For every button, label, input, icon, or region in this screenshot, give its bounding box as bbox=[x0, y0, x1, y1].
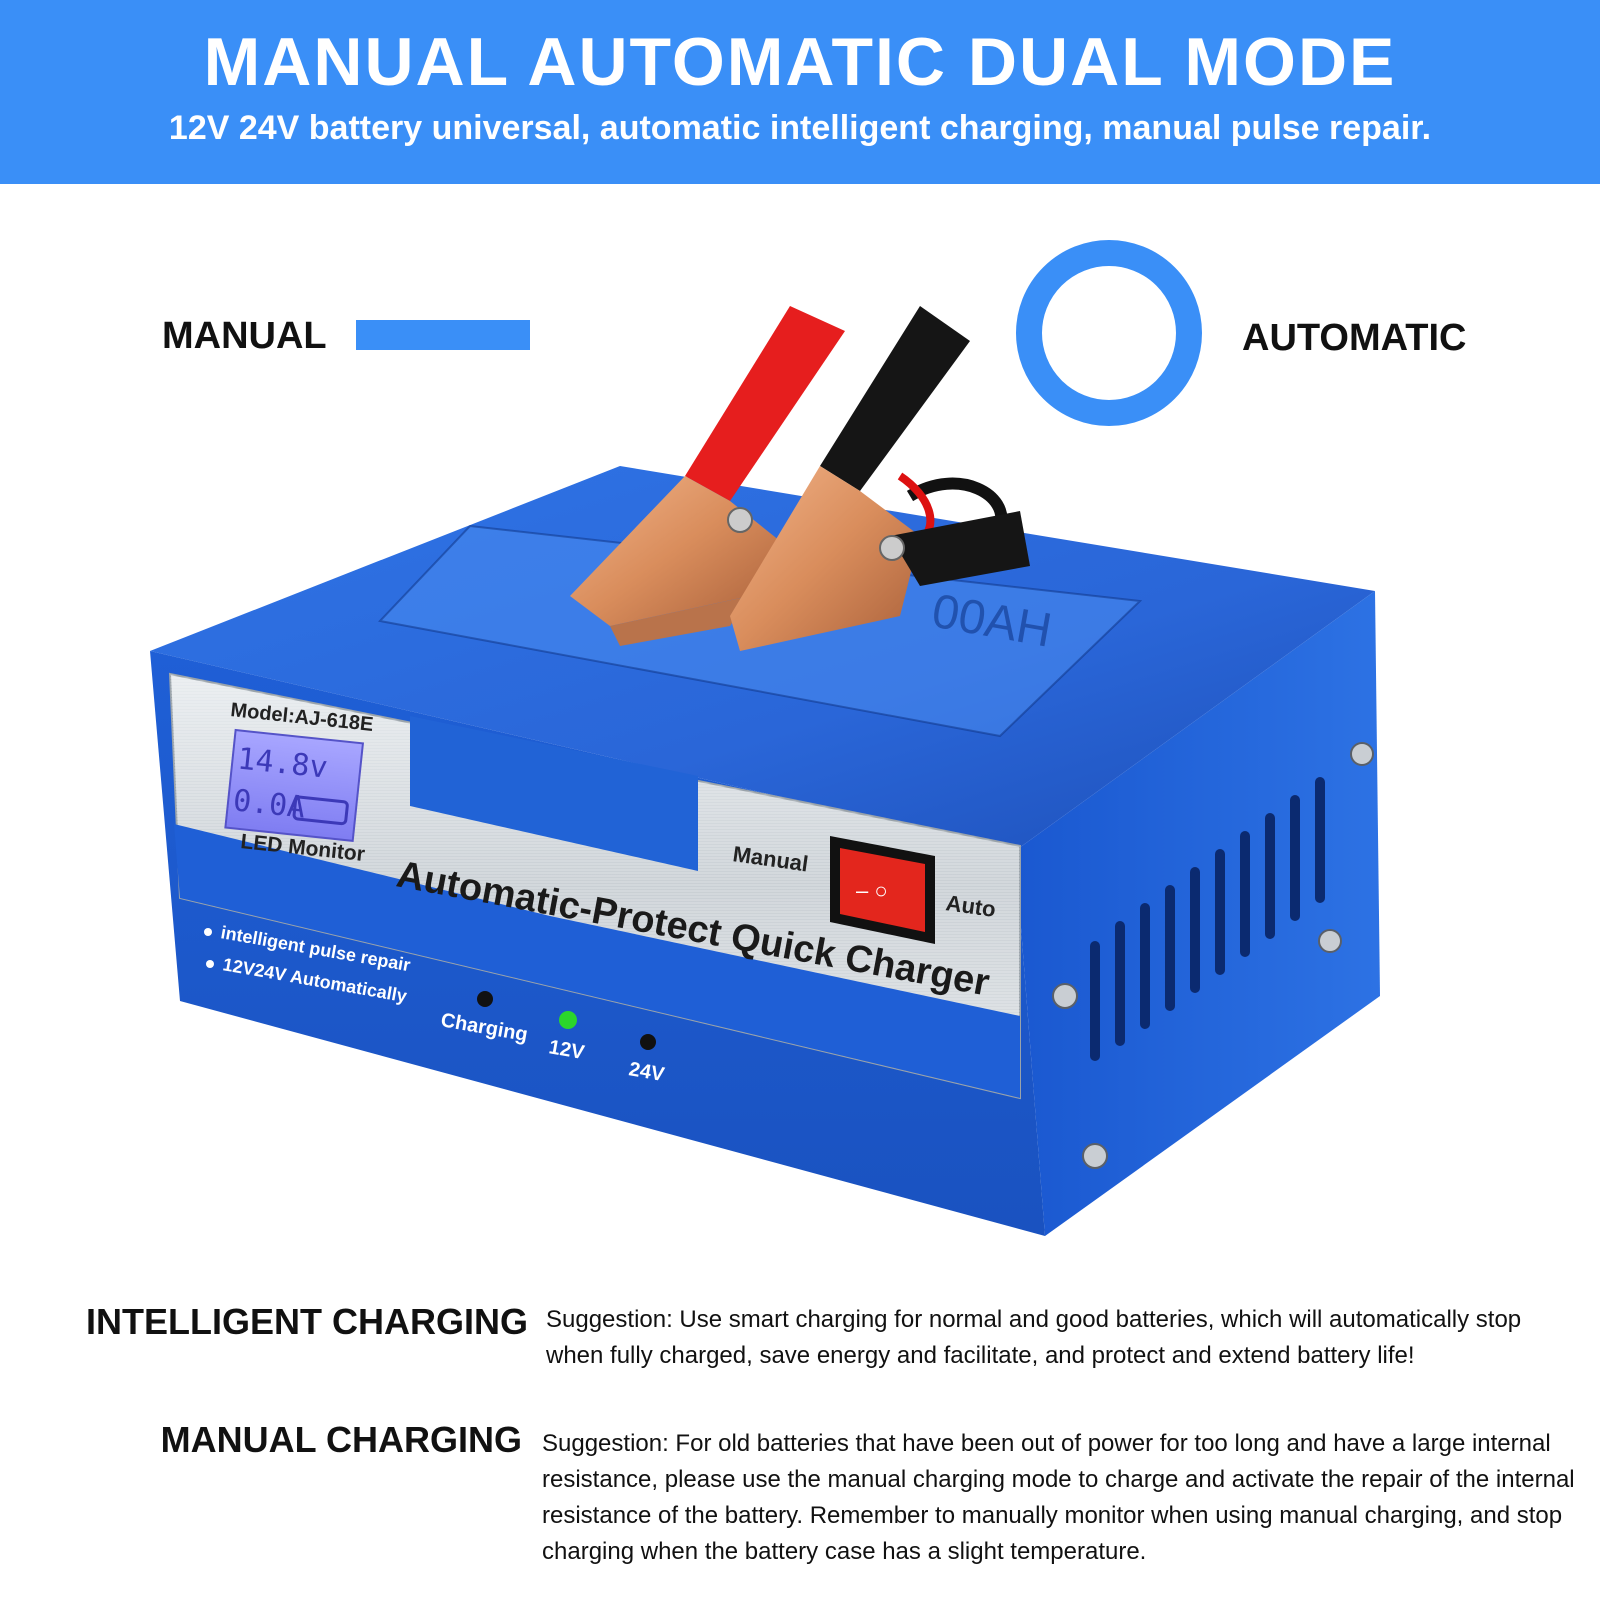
battery-charger-illustration: 00AH Model:AJ-618E 14.8v 0.0A LED Monito… bbox=[150, 306, 1380, 1236]
panel-blue-window bbox=[410, 716, 698, 871]
mode-rocker-switch[interactable]: – ○ bbox=[830, 836, 935, 944]
manual-charging-description: Suggestion: For old batteries that have … bbox=[542, 1430, 1575, 1565]
12v-indicator-led bbox=[559, 1011, 577, 1029]
lcd-display: 14.8v 0.0A bbox=[224, 728, 365, 842]
bullet-icon bbox=[206, 960, 214, 968]
manual-bar-icon bbox=[356, 320, 530, 350]
side-vents bbox=[1090, 777, 1325, 1061]
manual-charging-title: MANUAL CHARGING bbox=[160, 1419, 522, 1460]
black-clamp bbox=[730, 306, 1030, 651]
red-clamp bbox=[570, 306, 845, 646]
intelligent-charging-title: INTELLIGENT CHARGING bbox=[86, 1301, 528, 1342]
charging-indicator-led bbox=[477, 991, 493, 1007]
banner-subtitle: 12V 24V battery universal, automatic int… bbox=[168, 109, 1432, 147]
switch-symbol: – ○ bbox=[856, 878, 888, 903]
header-banner: MANUAL AUTOMATIC DUAL MODE 12V 24V batte… bbox=[0, 0, 1600, 184]
manual-mode-label: MANUAL bbox=[162, 315, 327, 357]
automatic-mode-label: AUTOMATIC bbox=[1242, 317, 1467, 359]
lcd-battery-icon bbox=[292, 795, 349, 826]
front-lower-blue bbox=[174, 824, 1020, 1098]
bullet-icon bbox=[204, 928, 212, 936]
screws bbox=[1052, 742, 1374, 1169]
24v-indicator-led bbox=[640, 1034, 656, 1050]
banner-title: MANUAL AUTOMATIC DUAL MODE bbox=[203, 24, 1397, 100]
intelligent-charging-description: Suggestion: Use smart charging for norma… bbox=[546, 1306, 1522, 1369]
